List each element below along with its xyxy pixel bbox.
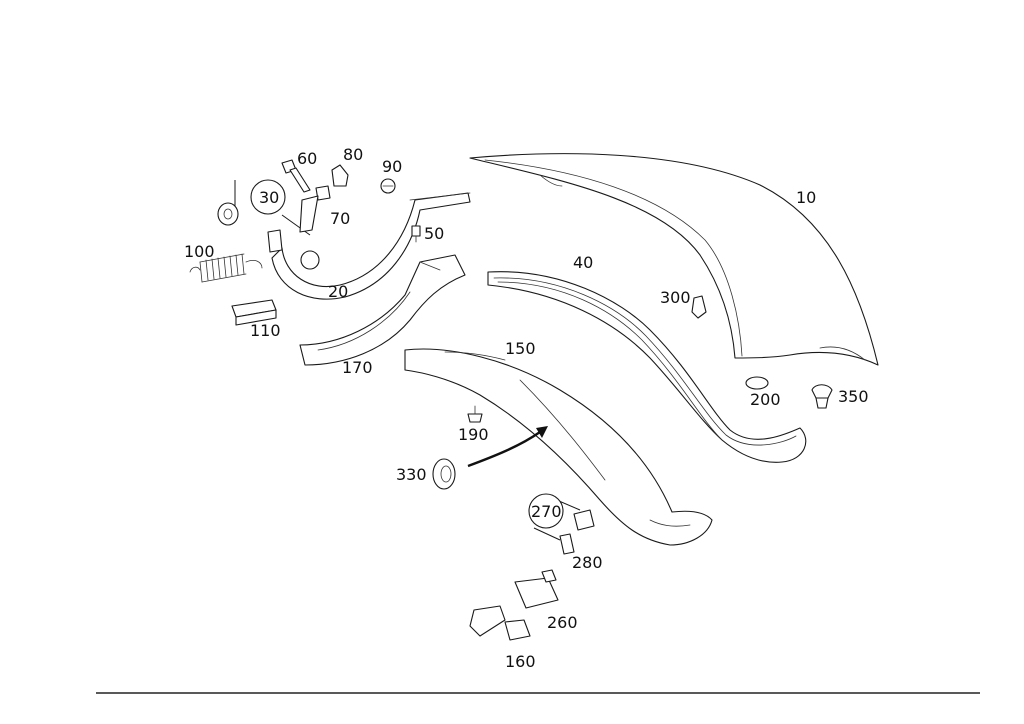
callout-270: 270 xyxy=(531,502,562,521)
part-160-handle xyxy=(469,605,531,641)
part-80-clip xyxy=(331,164,349,187)
callout-200: 200 xyxy=(750,390,781,409)
direction-arrow xyxy=(467,426,548,468)
callout-280: 280 xyxy=(572,553,603,572)
part-50-screw xyxy=(411,225,421,243)
callout-350: 350 xyxy=(838,387,869,406)
callout-10: 10 xyxy=(796,188,816,207)
part-270-group xyxy=(528,493,595,555)
callout-30: 30 xyxy=(259,188,279,207)
part-190-clip xyxy=(467,405,483,423)
callout-100: 100 xyxy=(184,242,215,261)
part-60-bolt xyxy=(281,159,311,193)
callout-330: 330 xyxy=(396,465,427,484)
part-70-nut xyxy=(299,185,331,233)
callout-300: 300 xyxy=(660,288,691,307)
callout-labels: 10 20 30 40 50 60 70 80 90 100 110 150 1… xyxy=(184,145,869,671)
callout-190: 190 xyxy=(458,425,489,444)
callout-90: 90 xyxy=(382,157,402,176)
part-90-grommet xyxy=(380,178,396,194)
callout-110: 110 xyxy=(250,321,281,340)
callout-60: 60 xyxy=(297,149,317,168)
part-30-group xyxy=(217,179,311,253)
callout-70: 70 xyxy=(330,209,350,228)
part-40-lid-inner-frame xyxy=(487,271,807,463)
part-170-hinge-bracket xyxy=(299,254,466,366)
callout-160: 160 xyxy=(505,652,536,671)
part-10-trunk-lid xyxy=(469,153,879,366)
callout-40: 40 xyxy=(573,253,593,272)
part-330-grommet xyxy=(432,458,456,490)
callout-20: 20 xyxy=(328,282,348,301)
part-110-pad xyxy=(231,299,277,326)
part-100-spring xyxy=(189,253,263,283)
part-260-switch xyxy=(514,569,559,609)
callout-150: 150 xyxy=(505,339,536,358)
callout-260: 260 xyxy=(547,613,578,632)
part-200-plug xyxy=(745,376,769,390)
part-300-bumper xyxy=(691,295,707,319)
callout-50: 50 xyxy=(424,224,444,243)
callout-170: 170 xyxy=(342,358,373,377)
part-350-lock xyxy=(811,384,833,409)
callout-80: 80 xyxy=(343,145,363,164)
part-150-lid-lining xyxy=(404,348,713,546)
part-20-hinge-arm xyxy=(271,192,471,300)
